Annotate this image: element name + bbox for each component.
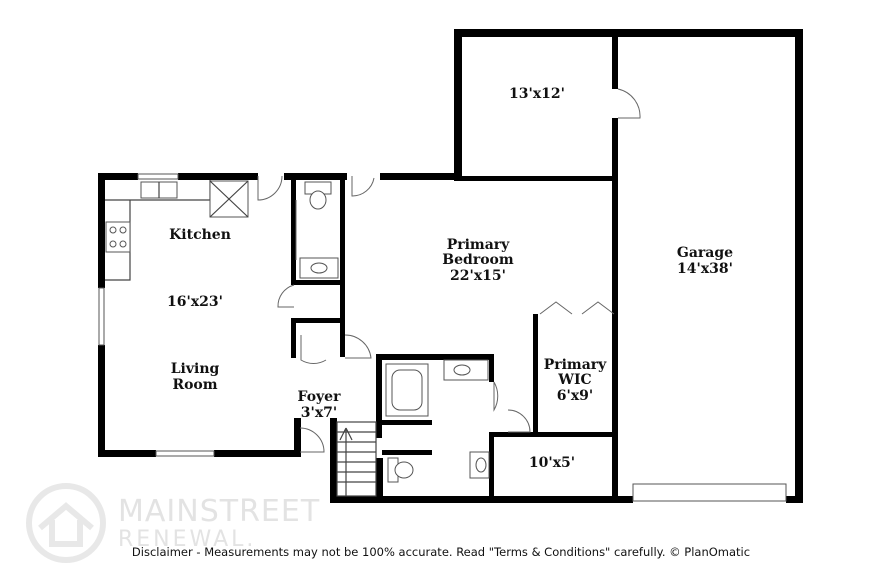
label-room-13x12: 13'x12' — [509, 86, 565, 102]
doors — [257, 88, 641, 453]
interior-walls — [291, 29, 618, 503]
label-living-l2: Room — [172, 377, 217, 393]
label-primary-bedroom-l1: Primary — [447, 237, 510, 253]
label-living-dim: 16'x23' — [167, 294, 223, 310]
bath-fixtures — [299, 181, 490, 483]
exterior-walls — [98, 29, 803, 503]
watermark: MAINSTREET RENEWAL. — [118, 497, 320, 551]
room-labels: 13'x12' Garage 14'x38' Kitchen Primary B… — [167, 86, 733, 471]
watermark-logo-mark — [26, 483, 106, 563]
label-living-l1: Living — [171, 361, 220, 377]
label-garage-name: Garage — [677, 245, 733, 261]
label-primary-bedroom-l2: Bedroom — [442, 252, 514, 268]
stairs — [336, 421, 377, 497]
watermark-line2: RENEWAL. — [118, 527, 257, 552]
kitchen-fixtures — [105, 180, 249, 281]
label-kitchen: Kitchen — [169, 227, 231, 243]
label-garage-dim: 14'x38' — [677, 261, 733, 277]
windows — [98, 173, 787, 502]
label-foyer-dim: 3'x7' — [301, 405, 337, 421]
watermark-line1: MAINSTREET — [118, 494, 321, 529]
label-wic-l1: Primary — [544, 357, 607, 373]
label-wic-l2: WIC — [557, 372, 591, 388]
disclaimer-text: Disclaimer - Measurements may not be 100… — [131, 545, 751, 559]
label-foyer-name: Foyer — [298, 389, 342, 405]
label-wic-dim: 6'x9' — [557, 388, 593, 404]
label-room-10x5: 10'x5' — [529, 455, 575, 471]
label-primary-bedroom-dim: 22'x15' — [450, 268, 506, 284]
